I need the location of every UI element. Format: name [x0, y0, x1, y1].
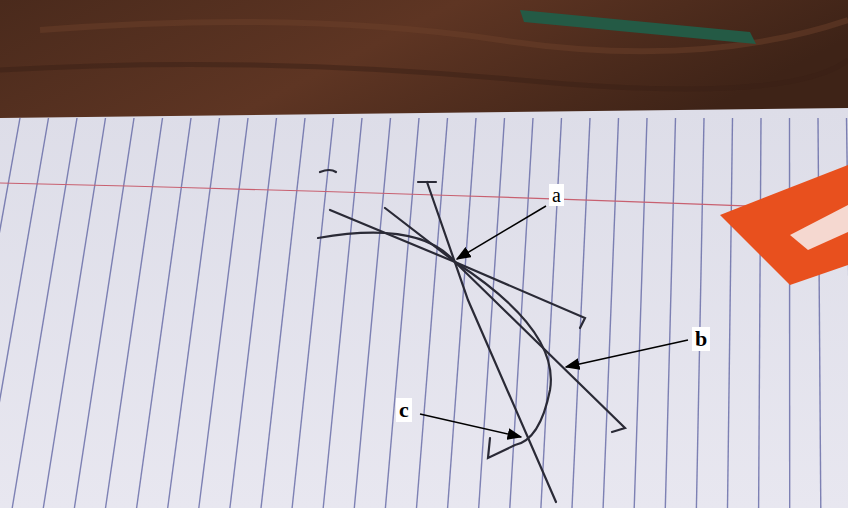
margin-line: [0, 183, 848, 210]
green-pen: [520, 10, 756, 44]
callout-letter: c: [396, 398, 412, 422]
callout-letter: a: [549, 184, 564, 206]
ruled-lines: [0, 118, 848, 508]
callout-letter: b: [692, 327, 710, 351]
pencil-sketch: [318, 170, 625, 502]
leader-arrows: [420, 206, 688, 437]
ruler: [720, 165, 848, 285]
notebook-paper: [0, 108, 848, 508]
ruler-window: [790, 205, 848, 250]
